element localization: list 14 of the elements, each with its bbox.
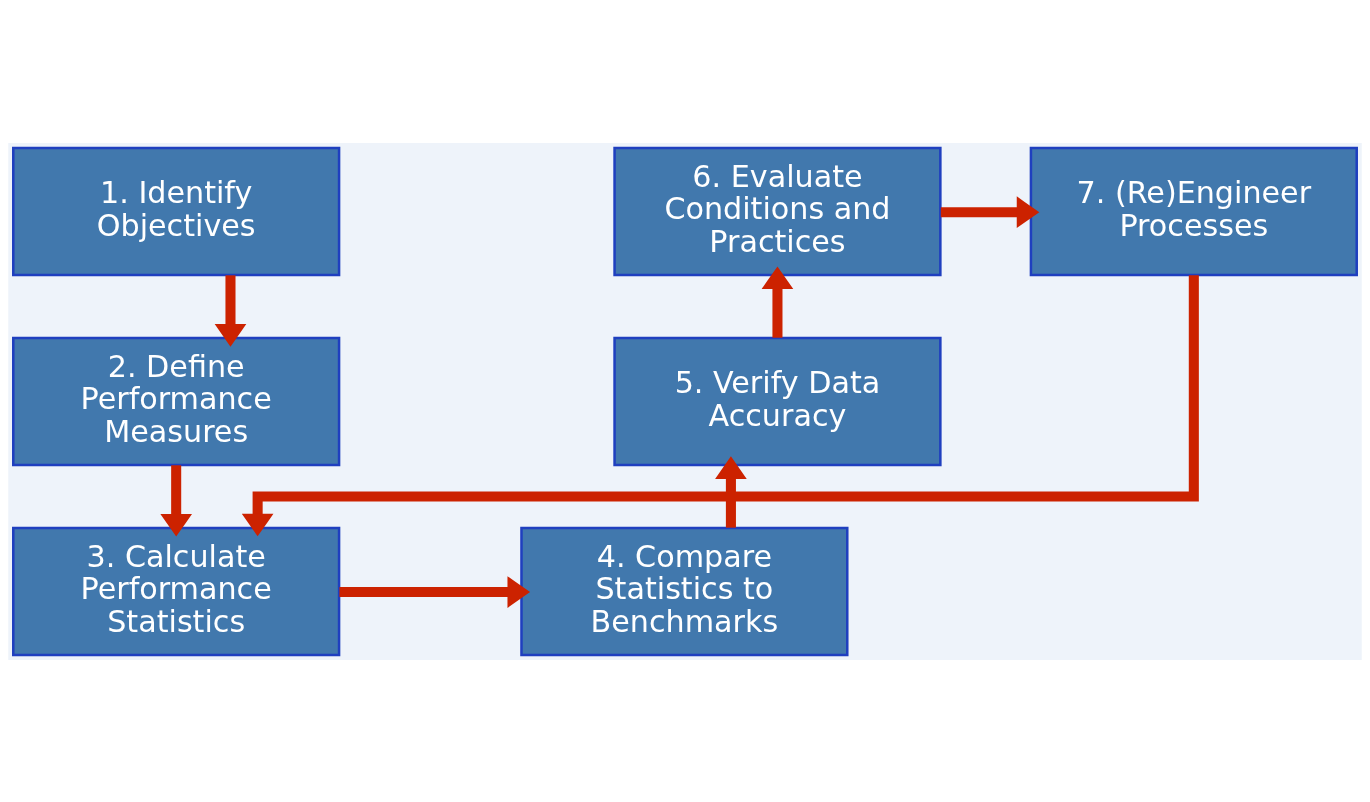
arrow: [761, 265, 794, 338]
node-box: 5. Verify Data Accuracy: [613, 336, 942, 466]
node-box: 7. (Re)Engineer Processes: [1029, 146, 1358, 276]
arrow: [241, 274, 1199, 536]
node-box: 6. Evaluate Conditions and Practices: [613, 146, 942, 276]
arrow: [940, 195, 1040, 228]
arrow: [160, 464, 192, 537]
node-box: 2. Define Performance Measures: [12, 336, 341, 466]
arrow: [339, 575, 531, 608]
arrow: [715, 455, 747, 528]
arrow: [214, 274, 247, 347]
node-box: 3. Calculate Performance Statistics: [12, 526, 341, 656]
node-box: 1. Identify Objectives: [12, 146, 341, 276]
node-box: 4. Compare Statistics to Benchmarks: [520, 526, 849, 656]
